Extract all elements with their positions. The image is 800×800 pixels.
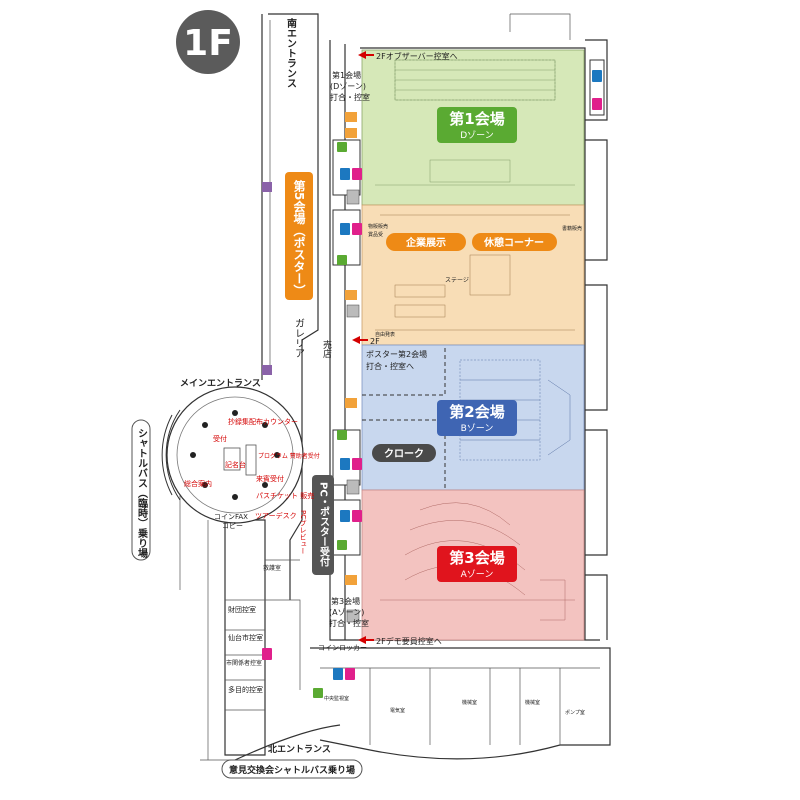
svg-text:休憩コーナー: 休憩コーナー bbox=[483, 236, 544, 249]
svg-text:2F: 2F bbox=[370, 337, 380, 346]
tour-desk-label: ツアーデスク bbox=[255, 511, 297, 520]
copy-label: コピー bbox=[222, 522, 243, 530]
reception-label: 受付 bbox=[213, 434, 227, 443]
guest-desk-label: 来賓受付 bbox=[256, 474, 284, 483]
hall5-badge: 第5会場（ポスター） bbox=[285, 172, 313, 300]
exhibit-rest-area bbox=[361, 204, 585, 346]
floor-badge: 1F bbox=[183, 23, 233, 64]
floor-badge-circle bbox=[176, 10, 240, 74]
svg-text:企業展示: 企業展示 bbox=[405, 236, 446, 249]
hall3-badge: 第3会場 Aゾーン bbox=[437, 546, 517, 582]
svg-text:第2会場: 第2会場 bbox=[449, 403, 504, 421]
prize-label: 賞品受 bbox=[368, 231, 383, 238]
main-entrance-lobby bbox=[161, 386, 304, 524]
program-desk-label: プログラム 賛助者受付 bbox=[258, 452, 320, 460]
elevator-icons bbox=[345, 112, 357, 585]
svg-text:第3会場: 第3会場 bbox=[331, 596, 360, 606]
rest-pill: 休憩コーナー bbox=[472, 233, 557, 251]
hall1-seating bbox=[375, 59, 575, 186]
multi-label: 多目的控室 bbox=[228, 685, 263, 694]
pass-ticket-label: パスチケット 販売 bbox=[256, 491, 314, 500]
main-entrance-label: メインエントランス bbox=[180, 378, 261, 389]
shop-label: 売店 bbox=[321, 339, 332, 359]
svg-text:Dゾーン: Dゾーン bbox=[460, 130, 493, 141]
hall1-badge: 第1会場 Dゾーン bbox=[437, 107, 517, 143]
printed-counter-label: 抄録集配布カウンター bbox=[228, 417, 298, 426]
svg-text:(Dゾーン): (Dゾーン) bbox=[330, 82, 366, 91]
coin-fax-label: コインFAX bbox=[214, 513, 248, 521]
restroom-icons bbox=[262, 70, 602, 680]
machine1-label: 機械室 bbox=[462, 699, 477, 706]
svg-text:打合・控室: 打合・控室 bbox=[329, 618, 369, 628]
stairs bbox=[346, 189, 360, 623]
building-outline bbox=[179, 13, 611, 761]
mid-area-furniture bbox=[375, 214, 575, 331]
hall3-meeting-note: 第3会場 (Aゾーン) 打合・控室 bbox=[329, 596, 369, 628]
svg-text:クローク: クローク bbox=[384, 448, 424, 460]
machine2-label: 機械室 bbox=[525, 699, 540, 706]
svg-text:第1会場: 第1会場 bbox=[332, 70, 361, 80]
svg-text:第1会場: 第1会場 bbox=[449, 110, 504, 128]
goods-sales-label: 物販販売 bbox=[368, 223, 388, 230]
name-desk-label: 記名台 bbox=[225, 460, 246, 469]
observer-note: 2Fオブザーバー控室へ bbox=[376, 51, 458, 61]
poster-2f-note: 2F ポスター第2会場 打合・控室へ bbox=[366, 337, 427, 371]
north-entrance-label: 北エントランス bbox=[268, 743, 331, 755]
svg-text:シャトルバス（臨時）乗り場: シャトルバス（臨時）乗り場 bbox=[136, 428, 149, 559]
svg-text:(Aゾーン): (Aゾーン) bbox=[329, 608, 364, 617]
svg-text:Bゾーン: Bゾーン bbox=[461, 423, 494, 434]
svg-text:第3会場: 第3会場 bbox=[449, 549, 504, 567]
escalator-icons bbox=[262, 182, 272, 375]
demo-note: 2Fデモ要員控室へ bbox=[376, 636, 442, 646]
svg-text:意見交換会シャトルバス乗り場: 意見交換会シャトルバス乗り場 bbox=[229, 764, 355, 776]
shuttle-bottom-badge: 意見交換会シャトルバス乗り場 bbox=[221, 759, 363, 779]
south-entrance-label: 南エントランス bbox=[285, 17, 297, 88]
first-aid-label: 救護室 bbox=[263, 564, 281, 572]
arrow-icons bbox=[352, 51, 374, 644]
svg-text:Aゾーン: Aゾーン bbox=[461, 569, 494, 580]
pump-label: ポンプ室 bbox=[565, 709, 585, 716]
galleria-label: ガレリア bbox=[293, 318, 304, 358]
svg-text:第5会場（ポスター）: 第5会場（ポスター） bbox=[292, 179, 306, 297]
general-info-label: 総合案内 bbox=[184, 479, 212, 488]
svg-text:PC・ポスター受付: PC・ポスター受付 bbox=[318, 482, 330, 567]
hall2-badge: 第2会場 Bゾーン bbox=[437, 400, 517, 436]
electric-label: 電気室 bbox=[390, 707, 405, 714]
svg-text:ポスター第2会場: ポスター第2会場 bbox=[366, 349, 427, 359]
central-control-label: 中央監視室 bbox=[324, 695, 349, 702]
exhibit-pill: 企業展示 bbox=[386, 233, 466, 251]
hall1-meeting-note: 第1会場 (Dゾーン) 打合・控室 bbox=[330, 70, 370, 102]
accessible-icons bbox=[313, 142, 347, 698]
cloak-pill: クローク bbox=[372, 444, 436, 462]
svg-text:打合・控室へ: 打合・控室へ bbox=[366, 361, 414, 371]
shuttle-left-badge: シャトルバス（臨時）乗り場 bbox=[131, 419, 151, 561]
stage-label: ステージ bbox=[445, 277, 469, 284]
books-label: 書籍販売 bbox=[562, 225, 582, 232]
city-label: 仙台市控室 bbox=[228, 633, 263, 642]
free-present-label: 自由発表 bbox=[375, 331, 395, 338]
pc-poster-badge: PC・ポスター受付 bbox=[312, 475, 334, 575]
pc-preview-label: PCプレビュー bbox=[299, 510, 307, 554]
coin-locker-label: コインロッカー bbox=[318, 644, 367, 652]
foundation-label: 財団控室 bbox=[228, 605, 256, 614]
related-label: 市関係者控室 bbox=[226, 659, 262, 667]
svg-text:打合・控室: 打合・控室 bbox=[330, 92, 370, 102]
